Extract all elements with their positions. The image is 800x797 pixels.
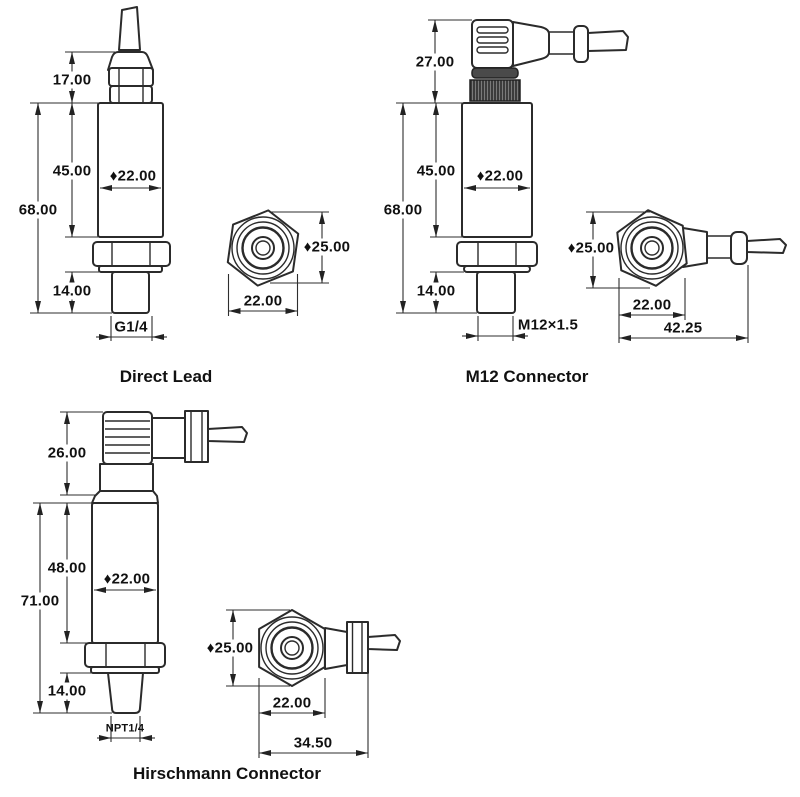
hirschmann-front-view: [226, 609, 401, 758]
direct-lead-body-diameter-label: ♦22.00: [109, 167, 157, 185]
direct-lead-connector-height-label: 17.00: [49, 71, 95, 89]
m12-body-height-label: 45.00: [413, 162, 459, 180]
hirschmann-body-height-label: 48.00: [44, 559, 90, 577]
direct-lead-across-flats-label: 22.00: [243, 292, 283, 310]
hirschmann-across-flats-label: 22.00: [272, 694, 312, 712]
direct-lead-thread-label: G1/4: [114, 318, 148, 336]
m12-across-corners-label: ♦25.00: [564, 239, 618, 257]
direct-lead-across-corners-label: ♦25.00: [300, 238, 354, 256]
m12-thread-height-label: 14.00: [413, 282, 459, 300]
m12-thread-label: M12×1.5: [517, 316, 579, 334]
hirschmann-across-corners-label: ♦25.00: [203, 639, 257, 657]
hirschmann-overall-height-label: 71.00: [17, 592, 63, 610]
hirschmann-thread-height-label: 14.00: [44, 682, 90, 700]
hirschmann-connector-height-label: 26.00: [44, 444, 90, 462]
direct-lead-side-view: [92, 6, 171, 314]
direct-lead-title: Direct Lead: [119, 367, 213, 386]
hirschmann-title: Hirschmann Connector: [133, 764, 321, 783]
direct-lead-thread-height-label: 14.00: [49, 282, 95, 300]
m12-across-flats-label: 22.00: [632, 296, 672, 314]
m12-overall-height-label: 68.00: [380, 201, 426, 219]
m12-side-view: [456, 19, 629, 314]
hirschmann-thread-label: NPT1/4: [105, 722, 145, 735]
m12-body-diameter-label: ♦22.00: [476, 167, 524, 185]
hirschmann-body-diameter-label: ♦22.00: [103, 570, 151, 588]
direct-lead-overall-height-label: 68.00: [15, 201, 61, 219]
m12-overall-width-label: 42.25: [663, 319, 703, 337]
direct-lead-front-view: [226, 209, 329, 316]
m12-title: M12 Connector: [465, 367, 589, 386]
direct-lead-body-height-label: 45.00: [49, 162, 95, 180]
m12-connector-height-label: 27.00: [412, 53, 458, 71]
hirschmann-overall-width-label: 34.50: [293, 734, 333, 752]
m12-dimensions: [396, 19, 528, 341]
m12-front-view: [586, 209, 787, 343]
hirschmann-side-view: [84, 410, 248, 714]
